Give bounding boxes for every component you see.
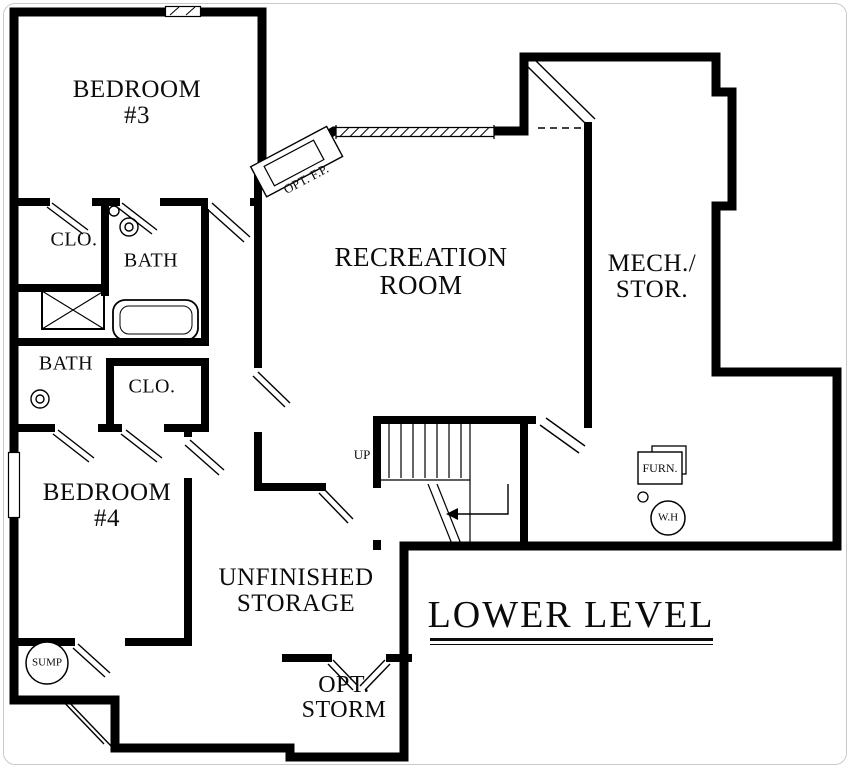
annotation-furnace: FURN. <box>642 460 678 475</box>
up-arrow <box>446 484 509 520</box>
room-label-closet-upper: CLO. <box>50 228 98 251</box>
water-heater-symbol <box>650 500 686 536</box>
room-label-unfinished-storage: UNFINISHED STORAGE <box>219 565 374 617</box>
stairs-symbol <box>377 420 509 546</box>
room-label-bedroom3: BEDROOM #3 <box>73 77 202 129</box>
room-label-storage-line1: UNFINISHED <box>218 564 374 591</box>
window-bedroom3 <box>164 5 202 18</box>
room-label-bedroom4: BEDROOM #4 <box>43 480 172 532</box>
title-underline-thick <box>430 638 713 641</box>
bathtub-symbol <box>112 299 199 341</box>
stair-treads <box>377 420 471 546</box>
furnace-symbol <box>637 445 687 485</box>
room-label-opt-storm: OPT. STORM <box>302 673 387 723</box>
toilet-upper-symbol <box>108 205 139 237</box>
room-label-bedroom3-line2: #3 <box>123 102 150 129</box>
room-label-bedroom4-line2: #4 <box>93 505 120 532</box>
title-lower-level: LOWER LEVEL <box>427 594 715 637</box>
room-label-recreation-line2: ROOM <box>379 270 463 300</box>
window-bedroom4 <box>7 451 21 519</box>
room-label-bedroom3-line1: BEDROOM <box>72 76 202 103</box>
toilet-lower-symbol <box>30 389 50 409</box>
floor-drain-symbol <box>637 491 649 503</box>
room-label-storm-line1: OPT. <box>318 672 370 699</box>
room-label-storage-line2: STORAGE <box>236 590 356 617</box>
room-label-closet-lower: CLO. <box>128 375 176 398</box>
room-label-mech-stor-line2: STOR. <box>615 276 689 303</box>
shower-symbol <box>41 290 105 330</box>
room-label-recreation: RECREATION ROOM <box>335 243 508 299</box>
windows <box>7 5 495 519</box>
room-label-bath-upper: BATH <box>123 249 179 272</box>
room-label-storm-line2: STORM <box>301 697 387 723</box>
room-label-bath-lower: BATH <box>38 352 94 375</box>
door-swing-lines <box>46 57 596 748</box>
fireplace-symbol <box>249 125 344 198</box>
sump-pit-symbol <box>25 641 69 685</box>
title-underline-thin <box>430 644 713 645</box>
annotation-sump: SUMP <box>32 656 62 669</box>
room-label-mech-stor-line1: MECH./ <box>607 250 697 277</box>
annotation-water-heater: W.H <box>657 511 679 524</box>
room-label-mech-stor: MECH./ STOR. <box>608 251 696 303</box>
door-openings <box>50 195 584 665</box>
room-label-bedroom4-line1: BEDROOM <box>42 479 172 506</box>
annotation-stairs-up: UP <box>353 447 371 463</box>
room-label-recreation-line1: RECREATION <box>334 241 508 272</box>
window-rec-room <box>335 125 495 139</box>
